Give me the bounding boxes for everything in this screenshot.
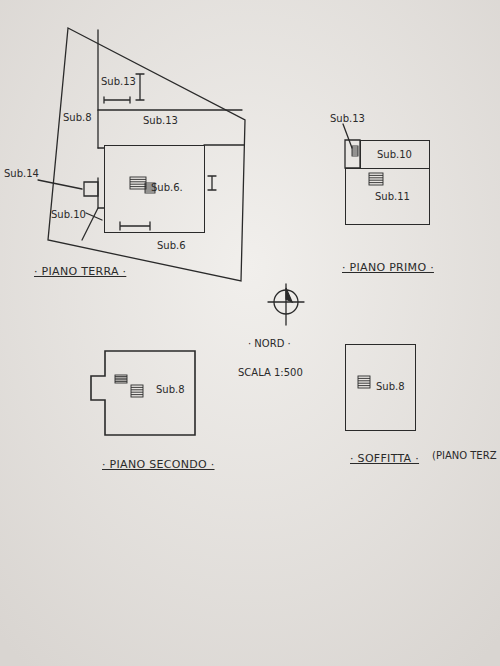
- sub14-box: [84, 182, 98, 196]
- gate-symbol: [86, 213, 102, 220]
- unit-label: Sub.13: [330, 113, 365, 124]
- sub8-boundary: [97, 110, 98, 148]
- leader-line: [38, 180, 82, 189]
- stair-step: [115, 378, 127, 379]
- stair-step: [352, 152, 358, 153]
- north-arrow: [286, 288, 292, 302]
- gate-symbol: [104, 97, 130, 103]
- stair-step: [131, 392, 143, 393]
- floor-title: · PIANO TERRA ·: [34, 266, 126, 278]
- unit-label: Sub.6.: [151, 182, 183, 193]
- floor-title: · PIANO PRIMO ·: [342, 262, 434, 274]
- building-footprint: Sub.6.: [104, 145, 205, 233]
- north-label: · NORD ·: [248, 338, 291, 349]
- stair-step: [352, 154, 358, 155]
- stair-step: [130, 181, 146, 182]
- stair-step: [352, 148, 358, 149]
- stair-step: [115, 379, 127, 380]
- unit-label: Sub.11: [375, 191, 410, 202]
- sub13-small-room: [345, 140, 360, 168]
- gate-symbol: [120, 222, 150, 230]
- unit-area: Sub.10: [360, 140, 430, 169]
- stair-step: [369, 177, 383, 178]
- stair-step: [130, 186, 146, 187]
- gate-symbol: [136, 74, 144, 100]
- stair-step: [130, 179, 146, 180]
- north-arrow: [268, 284, 304, 325]
- floor-outline: Sub.8: [90, 350, 196, 436]
- stair-step: [358, 385, 370, 386]
- stair-symbol: [369, 173, 383, 185]
- stair-symbol: [130, 177, 146, 189]
- floor-title: · SOFFITTA ·: [350, 453, 419, 465]
- sub8-boundary: [98, 30, 242, 110]
- unit-label: Sub.10: [377, 149, 412, 160]
- stair-step: [352, 150, 358, 151]
- floor-title: · PIANO SECONDO ·: [102, 459, 215, 471]
- sub13-boundary: [204, 144, 244, 145]
- floor-outline: Sub.8: [345, 344, 416, 431]
- stair-symbol: [131, 385, 143, 397]
- unit-label: Sub.14: [4, 168, 39, 179]
- stair-step: [115, 381, 127, 382]
- stair-step: [115, 376, 127, 377]
- stair-step: [131, 394, 143, 395]
- door-symbol: [208, 176, 216, 190]
- stair-step: [358, 383, 370, 384]
- stair-step: [369, 175, 383, 176]
- stair-step: [358, 378, 370, 379]
- stair-symbol: [358, 376, 370, 388]
- floor-outline-shape: [91, 351, 195, 435]
- unit-label: Sub.10: [51, 209, 86, 220]
- floor-subtitle: (PIANO TERZ: [432, 450, 496, 461]
- unit-label: Sub.6: [157, 240, 186, 251]
- unit-label: Sub.13: [101, 76, 136, 87]
- stair-symbol: [115, 375, 127, 383]
- stair-step: [358, 380, 370, 381]
- unit-label: Sub.8: [63, 112, 92, 123]
- lot-boundary: [48, 28, 245, 281]
- stair-step: [131, 389, 143, 390]
- unit-label: Sub.8: [376, 381, 405, 392]
- stair-step: [369, 180, 383, 181]
- stair-step: [369, 182, 383, 183]
- unit-area: Sub.11: [345, 168, 430, 225]
- unit-label: Sub.13: [143, 115, 178, 126]
- stair-step: [130, 184, 146, 185]
- stair-symbol: [352, 146, 358, 156]
- scale-label: SCALA 1:500: [238, 367, 303, 378]
- stair-step: [131, 387, 143, 388]
- unit-label: Sub.8: [156, 384, 185, 395]
- leader-line: [343, 124, 352, 148]
